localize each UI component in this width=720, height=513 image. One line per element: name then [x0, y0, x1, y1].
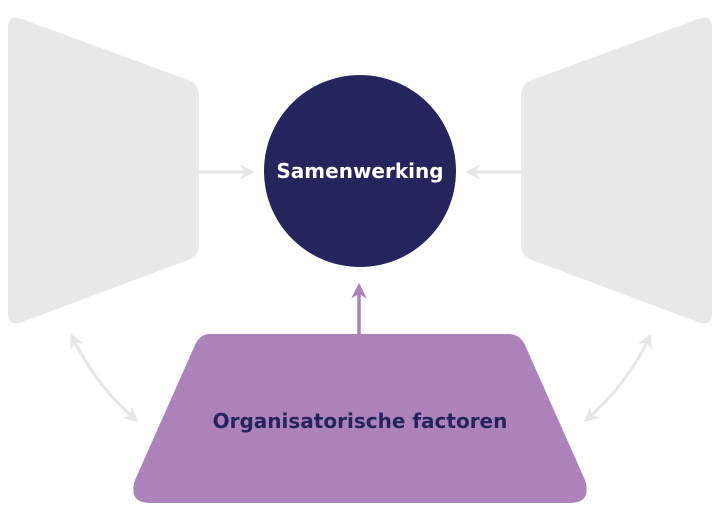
- left-node: [8, 17, 199, 324]
- center-node-label: Samenwerking: [276, 159, 443, 183]
- center-node: [264, 75, 456, 267]
- bottom-node-label: Organisatorische factoren: [213, 409, 508, 433]
- arrow-left-bottom-bidirectional: [70, 333, 139, 422]
- right-node: [521, 17, 712, 324]
- bottom-node: [133, 334, 587, 503]
- arrow-right-bottom-bidirectional: [583, 333, 652, 422]
